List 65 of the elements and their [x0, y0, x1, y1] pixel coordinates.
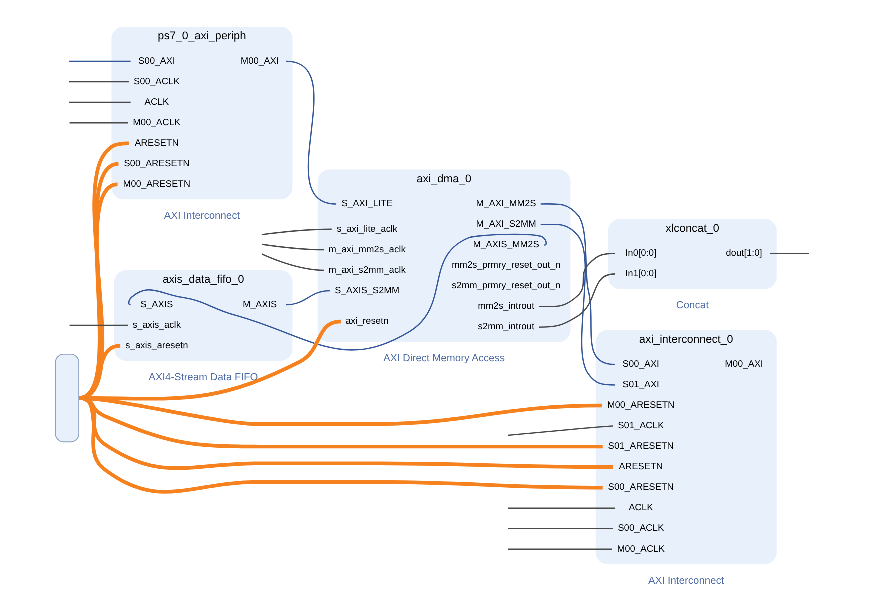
node-text: M_AXI_S2MM [476, 219, 536, 230]
node-text: s2mm_prmry_reset_out_n [452, 280, 561, 291]
node-text: S00_ACLK [618, 523, 664, 534]
node-text: S01_ARESETN [608, 441, 674, 452]
node-text: S00_AXI [138, 56, 176, 66]
connector [262, 244, 324, 251]
node-text: mm2s_introut [478, 301, 535, 312]
node-text: S01_AXI [622, 380, 660, 390]
connector [508, 426, 614, 436]
connector [128, 234, 547, 351]
node-text: M00_AXI [240, 56, 280, 66]
node-text: M00_ARESETN [123, 178, 191, 189]
node-label: AXI Direct Memory Access [384, 354, 505, 365]
node-text: S01_ACLK [618, 420, 664, 431]
node-text: M_AXIS_MM2S [473, 240, 540, 250]
node-text: M00_AXI [725, 359, 764, 370]
connector [262, 254, 324, 272]
node-text: M_AXI_MM2S [476, 198, 536, 209]
connector [508, 508, 616, 510]
connector [262, 228, 332, 236]
connector [508, 548, 612, 550]
node-label: AXI4-Stream Data FIFO [148, 372, 258, 384]
node-text: s2mm_introut [478, 322, 535, 332]
node-label: AXI Interconnect [164, 210, 240, 222]
node-text: m_axi_s2mm_aclk [328, 264, 406, 275]
connector [70, 122, 128, 124]
connector [70, 60, 131, 62]
node-text: S00_ACLK [134, 76, 180, 86]
node-text: ACLK [144, 96, 170, 107]
node-text: ACLK [628, 502, 654, 513]
connector [538, 274, 616, 328]
node-text: S_AXIS [140, 299, 174, 310]
node-text: M00_ACLK [133, 117, 181, 128]
node-box [55, 354, 80, 443]
node-text: s_axi_lite_aclk [337, 224, 398, 234]
connector [70, 324, 128, 326]
node-text: M00_ACLK [617, 544, 665, 554]
node-text: ARESETN [619, 462, 664, 472]
connector [770, 253, 810, 254]
node-text: M00_ARESETN [608, 400, 675, 410]
connector [538, 253, 616, 308]
connector [540, 204, 616, 366]
connector [508, 528, 614, 530]
node-text: s_axis_aclk [132, 320, 182, 330]
node-text: S_AXI_LITE [342, 198, 393, 209]
connector [70, 102, 131, 104]
node-label: Concat [676, 300, 709, 312]
connector [540, 224, 616, 386]
connector [286, 60, 337, 205]
node-text: M_AXIS [242, 299, 278, 310]
connector [69, 81, 129, 83]
node-text: dout[1:0] [726, 248, 762, 258]
node-text: S00_ARESETN [124, 158, 190, 168]
node-text: m_axi_mm2s_aclk [328, 244, 406, 254]
node-label: AXI Interconnect [648, 576, 724, 587]
node-text: In0[0:0] [626, 248, 657, 258]
node-text: S00_AXI [622, 359, 660, 370]
node-text: In1[0:0] [626, 268, 657, 279]
node-text: mm2s_prmry_reset_out_n [452, 260, 561, 270]
node-text: axi_resetn [346, 316, 389, 326]
connector [286, 290, 330, 306]
node-text: ARESETN [134, 138, 179, 148]
node-text: S_AXIS_S2MM [334, 285, 400, 296]
node-text: S00_ARESETN [608, 482, 674, 492]
node-text: s_axis_aresetn [126, 340, 188, 350]
